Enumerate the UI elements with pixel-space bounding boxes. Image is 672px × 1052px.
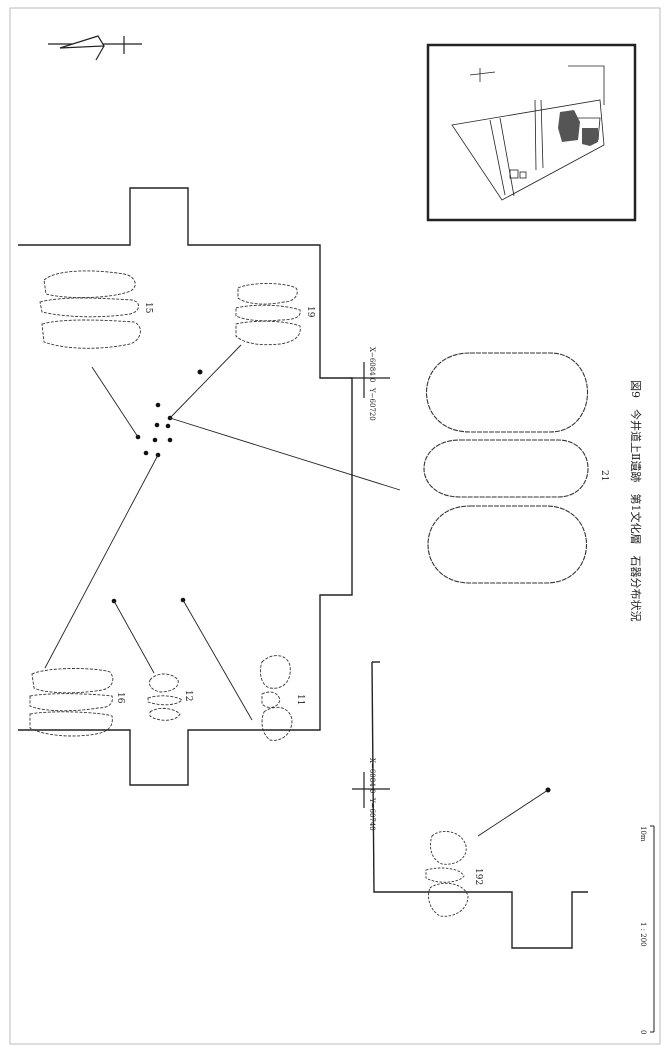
grid-label-bottom-x: X−6084 0 <box>368 758 376 793</box>
excavation-boundary-main <box>18 187 353 786</box>
artifact-point <box>197 369 203 375</box>
inset-location-map <box>426 43 637 222</box>
artifact-drawing-12 <box>147 673 183 721</box>
scale-ratio: 1 : 200 <box>639 922 647 947</box>
artifact-point <box>143 450 149 456</box>
artifact-drawing-11 <box>259 655 293 741</box>
north-arrow-icon <box>48 35 142 61</box>
artifact-drawing-15 <box>39 270 141 349</box>
excavation-boundary-lower <box>371 661 588 949</box>
scale-end: 10m <box>639 826 647 842</box>
grid-label-bottom-y: Y−60740 <box>368 797 376 831</box>
grid-label-top-x: X−6084 0 <box>368 347 376 382</box>
scale-bar <box>650 825 655 1033</box>
grid-cross-icon <box>350 362 390 808</box>
scale-zero: 0 <box>639 1030 647 1034</box>
artifact-point <box>165 423 171 429</box>
grid-label-top-y: Y−60720 <box>368 387 376 421</box>
label-12: 12 <box>183 690 193 701</box>
artifact-drawing-192 <box>425 830 469 917</box>
label-19: 19 <box>305 306 315 318</box>
label-192: 192 <box>473 868 483 885</box>
label-11: 11 <box>295 694 305 705</box>
artifact-point <box>154 422 160 428</box>
artifact-point <box>152 437 158 443</box>
label-15: 15 <box>143 302 153 314</box>
page-frame <box>9 7 661 1045</box>
figure-caption: 図9 今井道上Ⅱ遺跡 第1文化層 石器分布状況 <box>629 380 643 621</box>
label-16: 16 <box>115 692 125 704</box>
artifact-drawing-21 <box>423 352 589 584</box>
artifact-drawing-19 <box>235 283 301 346</box>
artifact-points <box>111 369 551 793</box>
leader-lines <box>44 344 549 837</box>
artifact-point <box>155 402 161 408</box>
artifact-point <box>167 437 173 443</box>
artifact-drawing-16 <box>29 668 114 737</box>
label-21: 21 <box>599 470 609 481</box>
